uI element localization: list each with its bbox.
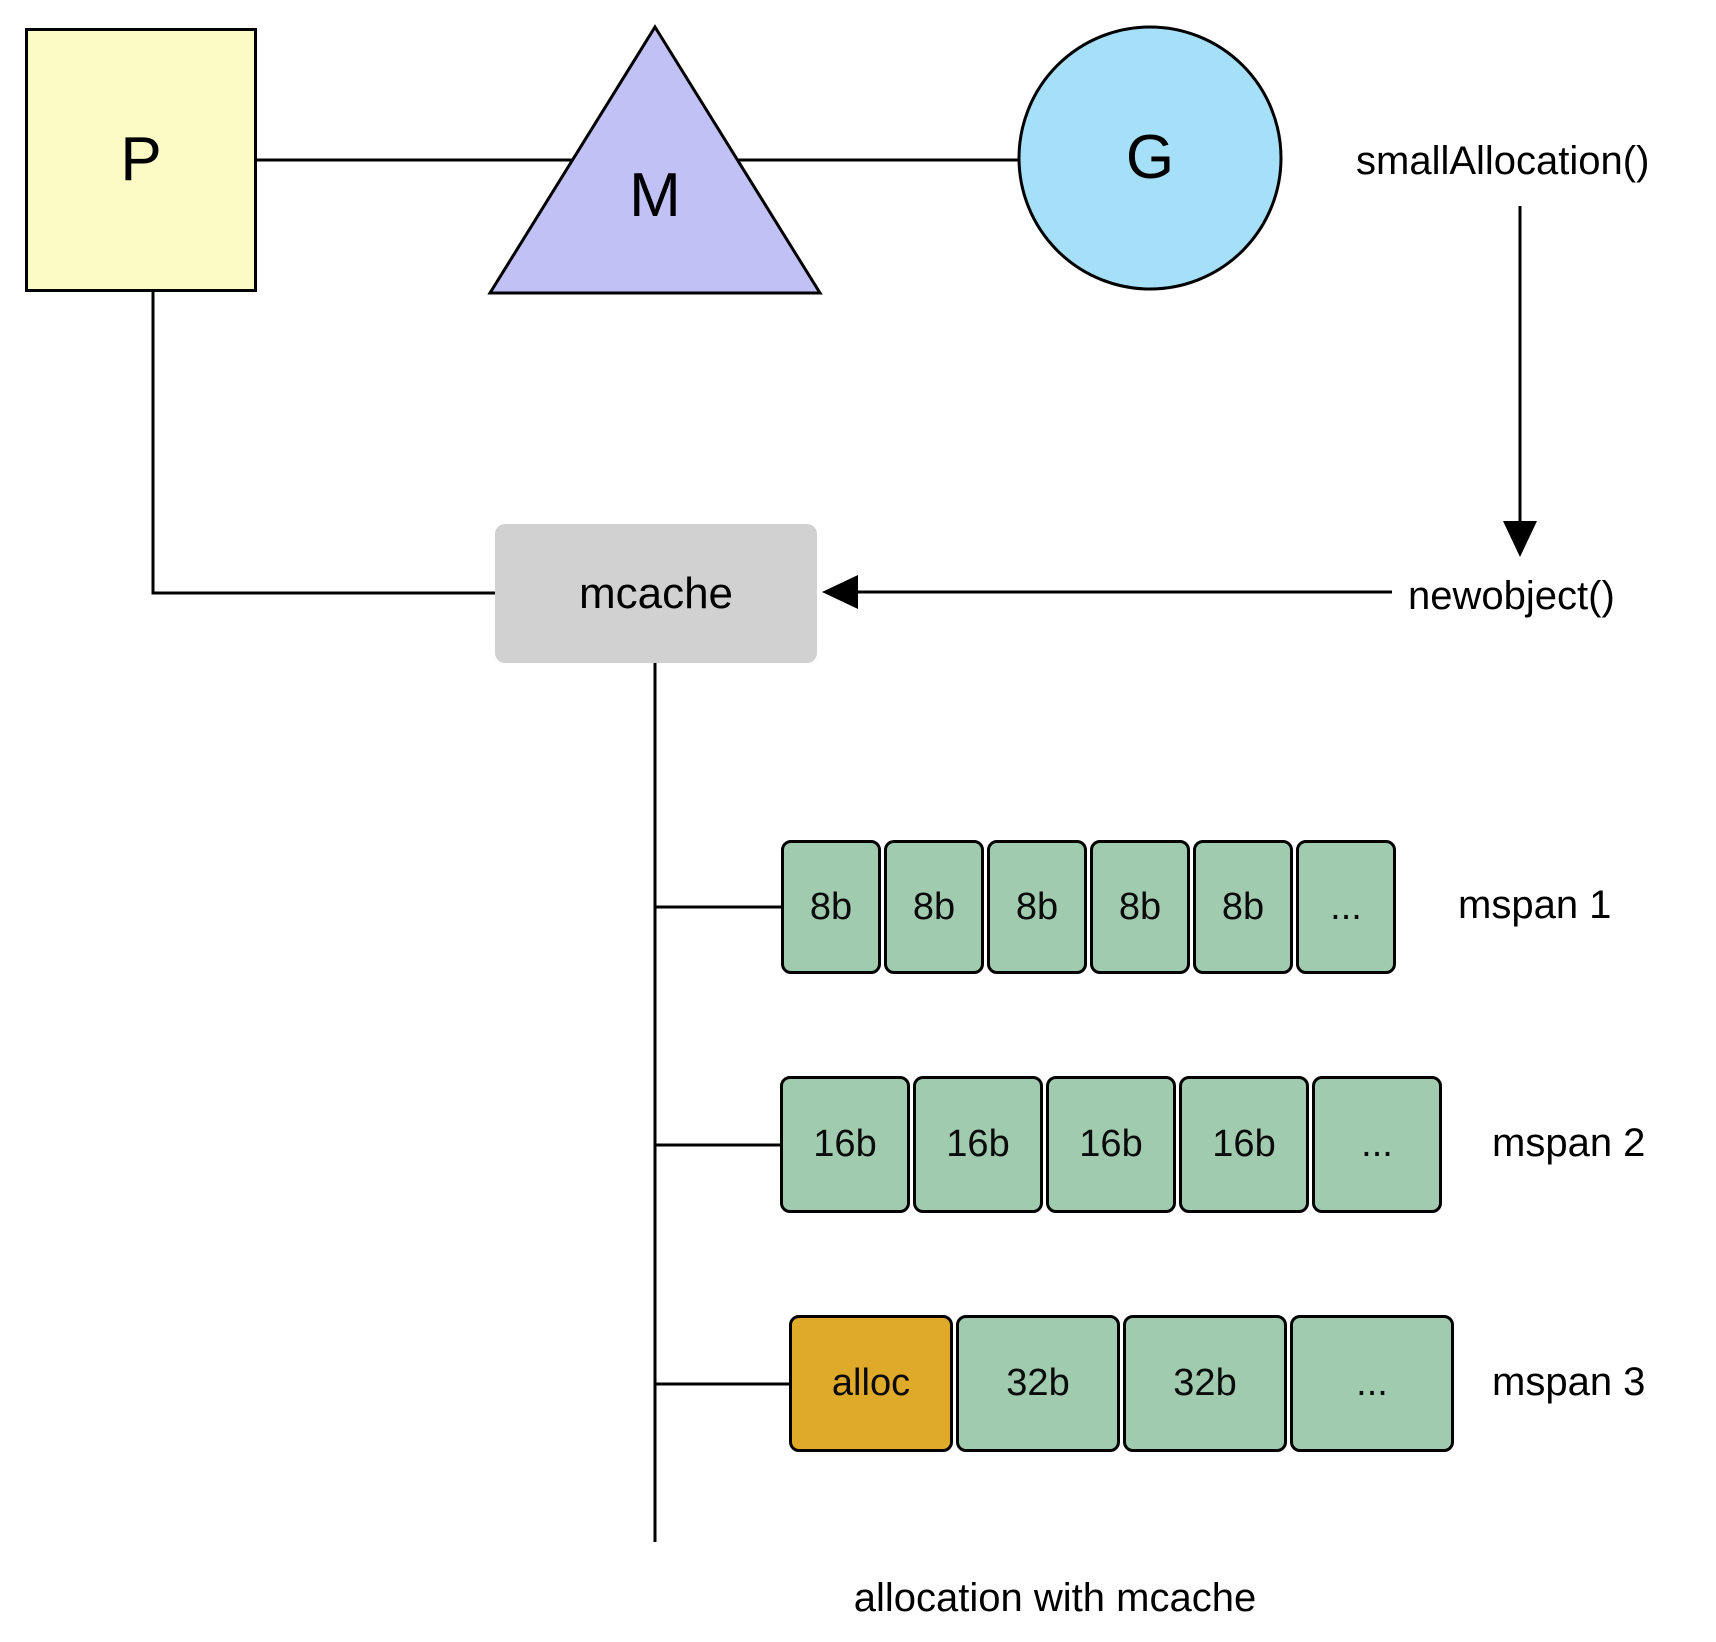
mspan-2-cell: 16b xyxy=(1046,1076,1176,1213)
mspan-1-cell: 8b xyxy=(884,840,984,974)
g-node-label-wrap: G xyxy=(1095,127,1205,189)
mspan-2-cell: 16b xyxy=(1179,1076,1309,1213)
m-node-label-wrap: M xyxy=(600,165,710,227)
edge-p-mcache xyxy=(151,289,495,595)
mspan-2-label: mspan 2 xyxy=(1492,1121,1646,1165)
arrow-newobject-head-icon xyxy=(822,575,858,609)
mspan-2-row: 16b 16b 16b 16b ... xyxy=(780,1076,1442,1213)
g-circle xyxy=(1017,25,1283,291)
g-node-label: G xyxy=(1125,123,1175,192)
mspan-1-label: mspan 1 xyxy=(1458,883,1612,927)
m-node-label: M xyxy=(629,161,681,230)
mspan-1-cell: 8b xyxy=(781,840,881,974)
mspan-1-row: 8b 8b 8b 8b 8b ... xyxy=(781,840,1396,974)
mspan-1-cell: 8b xyxy=(1193,840,1293,974)
new-object-annotation: newobject() xyxy=(1408,574,1615,618)
small-allocation-annotation: smallAllocation() xyxy=(1356,139,1650,183)
mspan-1-cell-ellipsis: ... xyxy=(1296,840,1396,974)
mspan-3-cell: 32b xyxy=(1123,1315,1287,1452)
mspan-3-row: alloc 32b 32b ... xyxy=(789,1315,1454,1452)
p-node-label: P xyxy=(120,125,162,194)
m-triangle xyxy=(487,24,823,295)
mcache-node-label: mcache xyxy=(578,568,734,618)
mspan-3-label: mspan 3 xyxy=(1492,1360,1646,1404)
mspan-1-cell: 8b xyxy=(987,840,1087,974)
mspan-3-cell: 32b xyxy=(956,1315,1120,1452)
p-node: P xyxy=(25,28,257,292)
mspan-2-cell: 16b xyxy=(913,1076,1043,1213)
mcache-node: mcache xyxy=(495,524,817,663)
mspan-2-cell-ellipsis: ... xyxy=(1312,1076,1442,1213)
arrow-smallallocation-head-icon xyxy=(1503,521,1537,557)
mspan-3-cell-ellipsis: ... xyxy=(1290,1315,1454,1452)
diagram-caption: allocation with mcache xyxy=(853,1576,1257,1620)
mspan-3-alloc-cell: alloc xyxy=(789,1315,953,1452)
mspan-1-cell: 8b xyxy=(1090,840,1190,974)
mspan-2-cell: 16b xyxy=(780,1076,910,1213)
